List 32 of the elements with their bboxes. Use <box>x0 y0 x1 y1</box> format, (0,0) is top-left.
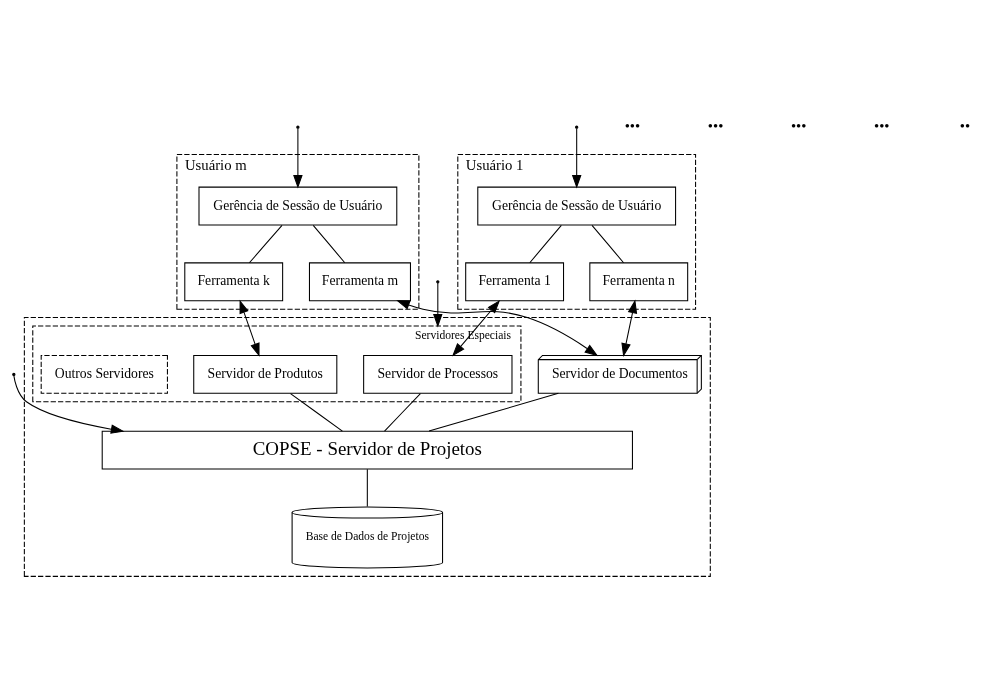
label: ••• <box>874 118 890 135</box>
node-box: Ferramenta m <box>308 262 411 302</box>
connector <box>428 392 559 432</box>
label: ••• <box>707 118 724 135</box>
arrow <box>239 299 260 357</box>
node-box: COPSE - Servidor de Projetos <box>101 430 633 470</box>
connector <box>529 224 562 264</box>
arrow <box>433 282 443 328</box>
label: •• <box>959 118 971 135</box>
connector <box>366 468 368 508</box>
connector <box>248 224 283 264</box>
node-box: Ferramenta k <box>184 262 284 302</box>
arrow <box>396 300 599 357</box>
label: ••• <box>624 118 641 135</box>
connector <box>591 224 625 264</box>
arrow <box>452 299 501 357</box>
connector <box>289 393 343 432</box>
node-box: Gerência de Sessão de Usuário <box>198 186 398 226</box>
node-box: Gerência de Sessão de Usuário <box>477 186 677 226</box>
cluster <box>23 317 711 577</box>
node-box: Servidor de Processos <box>363 354 513 394</box>
arrow <box>13 375 125 434</box>
connector <box>384 393 421 432</box>
node-box: Outros Servidores <box>40 354 168 394</box>
arrow <box>571 127 582 189</box>
node-box: Ferramenta 1 <box>465 262 565 302</box>
arrow <box>621 299 638 357</box>
label: ••• <box>790 118 807 135</box>
arrow <box>293 127 303 189</box>
node-box: Servidor de Produtos <box>193 354 338 394</box>
connector <box>312 224 346 264</box>
node-box: Ferramenta n <box>589 262 689 302</box>
